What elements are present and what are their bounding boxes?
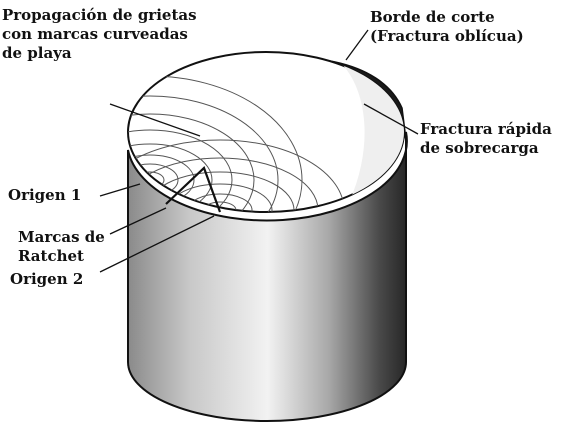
label-origin-2: Origen 2 — [10, 270, 84, 288]
label-cut-edge: Borde de corte (Fractura oblícua) — [370, 8, 524, 46]
label-crack-propagation: Propagación de grietas con marcas curvea… — [2, 6, 197, 63]
beach-marks-origin-1 — [128, 75, 303, 212]
label-ratchet-marks-line-2: Ratchet — [18, 247, 84, 265]
label-cut-edge-line-1: Borde de corte — [370, 8, 495, 26]
label-cut-edge-line-2: (Fractura oblícua) — [370, 27, 524, 45]
label-crack-propagation-line-3: de playa — [2, 44, 72, 62]
label-ratchet-marks-line-1: Marcas de — [18, 228, 105, 246]
shaft-body — [127, 131, 408, 422]
label-origin-1: Origen 1 — [8, 186, 82, 204]
label-crack-propagation-line-2: con marcas curveadas — [2, 25, 188, 43]
label-crack-propagation-line-1: Propagación de grietas — [2, 6, 197, 24]
label-ratchet-marks: Marcas de Ratchet — [18, 228, 105, 266]
leader-lines — [99, 29, 419, 273]
ratchet-mark — [165, 166, 222, 213]
label-fast-fracture: Fractura rápida de sobrecarga — [420, 120, 552, 158]
label-fast-fracture-line-2: de sobrecarga — [420, 139, 539, 157]
leader-fast-fracture — [363, 103, 419, 135]
leader-propagation — [109, 103, 201, 137]
leader-cut-edge — [345, 29, 369, 61]
leader-ratchet — [109, 207, 167, 235]
leader-origin-1 — [99, 183, 141, 197]
label-fast-fracture-line-1: Fractura rápida — [420, 120, 552, 138]
leader-origin-2 — [99, 215, 215, 273]
